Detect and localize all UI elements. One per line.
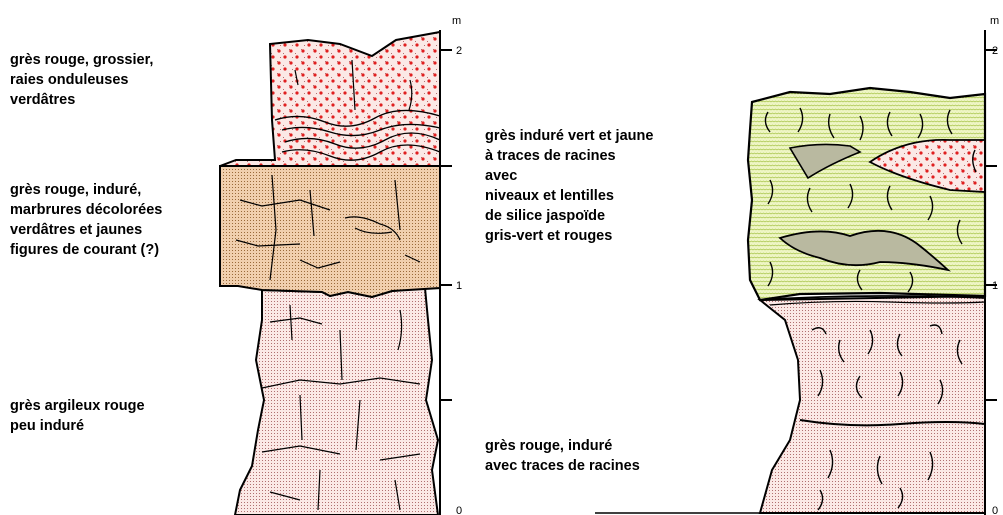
layer-gres-indure-orange bbox=[220, 166, 440, 297]
left-column: m 2 1 0 bbox=[220, 15, 462, 515]
left-scale-unit: m bbox=[452, 15, 461, 27]
left-tick-0: 0 bbox=[456, 505, 462, 515]
layer-gres-rouge-racines bbox=[760, 296, 985, 513]
right-scale-unit: m bbox=[990, 15, 999, 27]
layer-gres-vert-jaune bbox=[748, 88, 985, 300]
left-tick-1: 1 bbox=[456, 280, 462, 292]
right-tick-1: 1 bbox=[992, 280, 998, 292]
right-tick-2: 2 bbox=[992, 45, 998, 57]
left-scale-bar bbox=[440, 30, 452, 515]
right-scale-bar bbox=[985, 30, 997, 515]
layer-gres-rouge-grossier bbox=[220, 32, 440, 166]
right-tick-0: 0 bbox=[992, 505, 998, 515]
right-column: m 2 1 0 bbox=[595, 15, 999, 515]
layer-gres-argileux bbox=[235, 288, 438, 515]
left-tick-2: 2 bbox=[456, 45, 462, 57]
